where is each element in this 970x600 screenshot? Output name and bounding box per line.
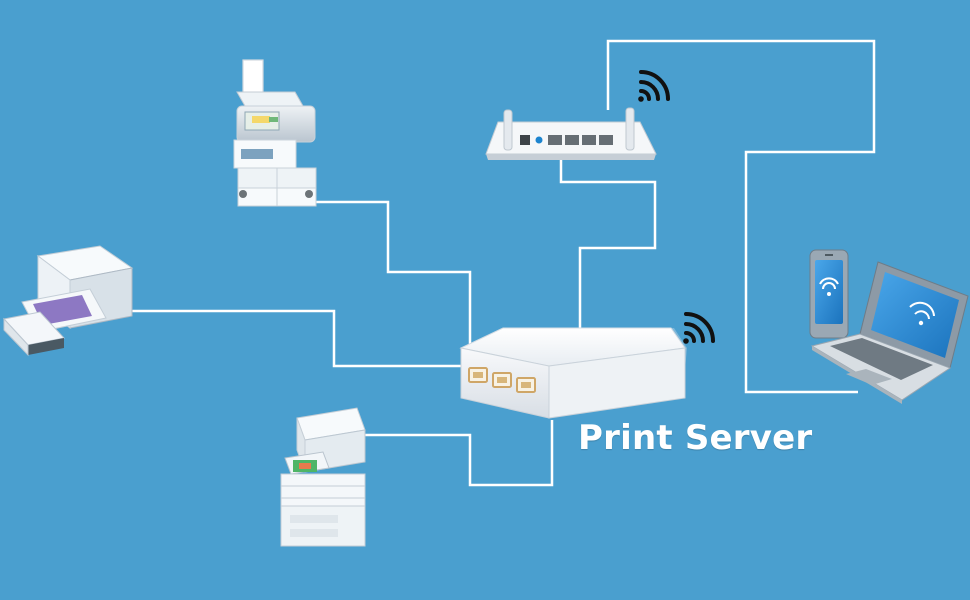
print-server-box-icon xyxy=(459,327,687,419)
flatbed-printer-icon xyxy=(3,245,134,357)
link-copier-to-server xyxy=(282,200,472,345)
link-flatbed-printer-to-server xyxy=(132,309,468,368)
print-server-label: Print Server xyxy=(578,418,813,458)
link-router-to-laptop xyxy=(606,39,876,394)
router-wifi-icon xyxy=(638,70,670,102)
connection-lines xyxy=(132,39,876,487)
smartphone-icon xyxy=(809,249,849,339)
laptop-phone-icon xyxy=(809,249,969,404)
wifi-router-icon xyxy=(485,107,657,160)
link-router-to-server xyxy=(559,155,657,330)
link-office-printer-to-server xyxy=(360,420,554,487)
multifunction-copier-icon xyxy=(233,59,317,207)
office-printer-icon xyxy=(280,407,366,547)
print-server-wifi-icon xyxy=(683,312,715,344)
laptop-icon xyxy=(810,261,969,404)
